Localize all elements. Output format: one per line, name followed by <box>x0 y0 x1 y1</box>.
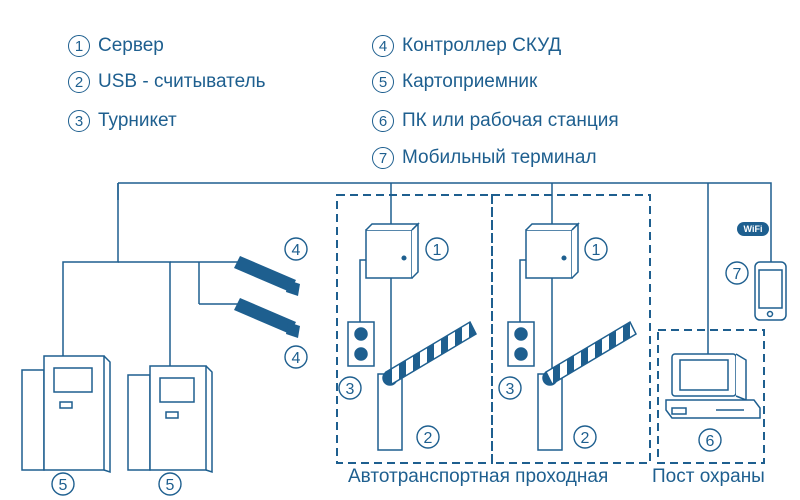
traffic-light-b <box>507 321 535 367</box>
svg-text:5: 5 <box>166 477 175 494</box>
network-bus <box>62 182 772 366</box>
markers: 5 5 4 4 1 1 3 3 2 2 6 7 <box>51 237 749 496</box>
svg-text:2: 2 <box>424 430 433 447</box>
zone-borders <box>336 194 765 464</box>
marker-barrier-a: 2 <box>416 425 440 449</box>
traffic-light-a <box>347 321 375 367</box>
legend-label: Картоприемник <box>402 71 538 92</box>
marker-barrier-b: 2 <box>573 425 597 449</box>
legend-item-acs-controller: 4 Контроллер СКУД <box>372 33 561 59</box>
legend-number: 7 <box>372 147 394 169</box>
legend-number: 6 <box>372 110 394 132</box>
marker-kiosk-a: 5 <box>51 472 75 496</box>
legend-label: Сервер <box>98 35 164 56</box>
svg-text:3: 3 <box>506 381 515 398</box>
server-cabinet-b <box>525 222 580 279</box>
svg-text:4: 4 <box>292 242 301 259</box>
barrier-gate-b <box>537 320 637 451</box>
svg-text:2: 2 <box>581 430 590 447</box>
legend-number: 4 <box>372 35 394 57</box>
legend-item-usb-reader: 2 USB - считыватель <box>68 69 266 95</box>
marker-light-a: 3 <box>338 376 362 400</box>
marker-mobile: 7 <box>725 261 749 285</box>
marker-kiosk-b: 5 <box>158 472 182 496</box>
svg-text:6: 6 <box>706 433 715 450</box>
legend-label: Контроллер СКУД <box>402 35 562 56</box>
mobile-terminal <box>754 261 787 321</box>
legend-label: USB - считыватель <box>98 71 266 92</box>
marker-light-b: 3 <box>498 376 522 400</box>
server-cabinet-a <box>365 222 420 279</box>
marker-server-b: 1 <box>584 237 608 261</box>
wifi-badge-icon: WiFi <box>737 222 769 236</box>
marker-server-a: 1 <box>425 237 449 261</box>
pc-workstation <box>665 353 761 419</box>
legend-item-card-collector: 5 Картоприемник <box>372 69 537 95</box>
legend-label: Мобильный терминал <box>402 147 597 168</box>
zone-vehicle-checkpoint-b <box>491 194 651 464</box>
marker-camera-a: 4 <box>284 237 308 261</box>
legend-item-pc-workstation: 6 ПК или рабочая станция <box>372 108 619 134</box>
controller-device-a <box>234 256 300 296</box>
svg-text:3: 3 <box>346 381 355 398</box>
legend-number: 1 <box>68 35 90 57</box>
wifi-badge-label: WiFi <box>744 224 763 234</box>
marker-pc: 6 <box>698 428 722 452</box>
legend-label: ПК или рабочая станция <box>402 110 619 131</box>
caption-vehicle-checkpoint: Автотранспортная проходная <box>348 466 609 487</box>
svg-text:7: 7 <box>733 266 742 283</box>
legend-item-turnstile: 3 Турникет <box>68 108 177 134</box>
wiring-b <box>519 259 553 370</box>
legend-item-server: 1 Сервер <box>68 33 164 59</box>
legend-number: 2 <box>68 71 90 93</box>
svg-text:1: 1 <box>433 242 442 259</box>
controller-device-b <box>234 298 300 338</box>
card-collector-kiosk-b <box>127 365 213 474</box>
svg-text:5: 5 <box>59 477 68 494</box>
caption-guard-post: Пост охраны <box>652 466 765 487</box>
svg-text:4: 4 <box>292 350 301 367</box>
wiring-a <box>359 259 392 370</box>
zone-guard-post <box>657 329 765 464</box>
svg-text:1: 1 <box>592 242 601 259</box>
legend-number: 5 <box>372 71 394 93</box>
legend-label: Турникет <box>98 110 177 131</box>
legend-number: 3 <box>68 110 90 132</box>
barrier-gate-a <box>377 320 477 451</box>
marker-camera-b: 4 <box>284 345 308 369</box>
card-collector-kiosk-a <box>21 355 111 474</box>
legend-item-mobile-terminal: 7 Мобильный терминал <box>372 145 597 171</box>
